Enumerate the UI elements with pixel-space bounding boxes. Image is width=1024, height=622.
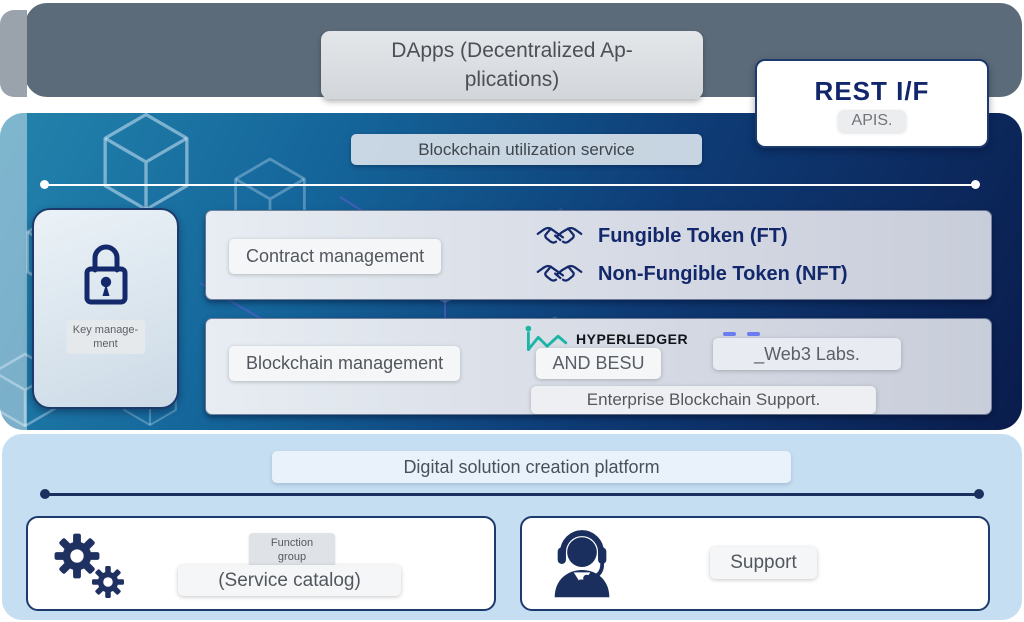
apis-chip: APIS.	[837, 109, 907, 132]
connector-dot-right	[971, 180, 980, 189]
service-catalog-box: Function group (Service catalog)	[26, 516, 496, 611]
lock-icon	[84, 244, 127, 305]
web3labs-logo-icon	[747, 332, 760, 336]
non-fungible-token-label: Non-Fungible Token (NFT)	[598, 263, 848, 285]
web3labs-label: _Web3 Labs.	[713, 338, 901, 370]
dapps-box: DApps (Decentralized Ap- plications)	[321, 31, 703, 99]
key-management-label: Key manage- ment	[65, 320, 146, 354]
connector-dot-right	[974, 489, 984, 499]
line-chart-icon	[525, 325, 568, 351]
headset-icon	[554, 530, 610, 598]
rest-interface-box: REST I/F APIS.	[755, 59, 989, 148]
fungible-token-item: Fungible Token (FT)	[536, 222, 848, 251]
blockchain-management-label: Blockchain management	[229, 346, 461, 381]
digital-platform-title: Digital solution creation platform	[272, 451, 791, 483]
gears-icon	[54, 533, 124, 598]
left-accent-strip-blue	[0, 113, 27, 430]
contract-management-row: Contract management Fungible Token (FT) …	[205, 210, 992, 300]
connector-dot-left	[40, 180, 49, 189]
rest-if-title: REST I/F	[814, 75, 930, 106]
fungible-token-label: Fungible Token (FT)	[598, 225, 788, 247]
blockchain-service-band: Blockchain utilization service Key manag…	[0, 113, 1022, 430]
left-accent-strip-gray	[0, 10, 27, 97]
top-connector-line	[44, 184, 975, 186]
blockchain-management-row: Blockchain management HYPERLEDGER AND BE…	[205, 318, 992, 415]
handshake-icon	[536, 264, 583, 282]
blockchain-utilization-service-label: Blockchain utilization service	[351, 134, 702, 165]
handshake-icon	[536, 226, 583, 244]
key-management-box: Key manage- ment	[32, 208, 179, 409]
dapps-label-line2: plications)	[464, 68, 560, 91]
hyperledger-brand-label: HYPERLEDGER	[576, 331, 689, 347]
enterprise-blockchain-support-label: Enterprise Blockchain Support.	[531, 386, 876, 414]
web3labs-logo-icon	[723, 332, 736, 336]
non-fungible-token-item: Non-Fungible Token (NFT)	[536, 260, 848, 289]
hyperledger-brand-group: HYPERLEDGER	[524, 324, 688, 354]
function-group-label: Function group	[249, 533, 335, 567]
contract-management-label: Contract management	[229, 239, 442, 274]
besu-label: AND BESU	[536, 348, 661, 379]
dapps-label-line1: DApps (Decentralized Ap-	[391, 39, 633, 62]
token-list: Fungible Token (FT) Non-Fungible Token (…	[536, 222, 848, 289]
service-catalog-label: (Service catalog)	[178, 565, 401, 596]
connector-dot-left	[40, 489, 50, 499]
digital-platform-band: Digital solution creation platform Funct…	[2, 434, 1022, 620]
support-label: Support	[710, 547, 817, 579]
support-box: Support	[520, 516, 990, 611]
bottom-connector-line	[44, 493, 979, 496]
